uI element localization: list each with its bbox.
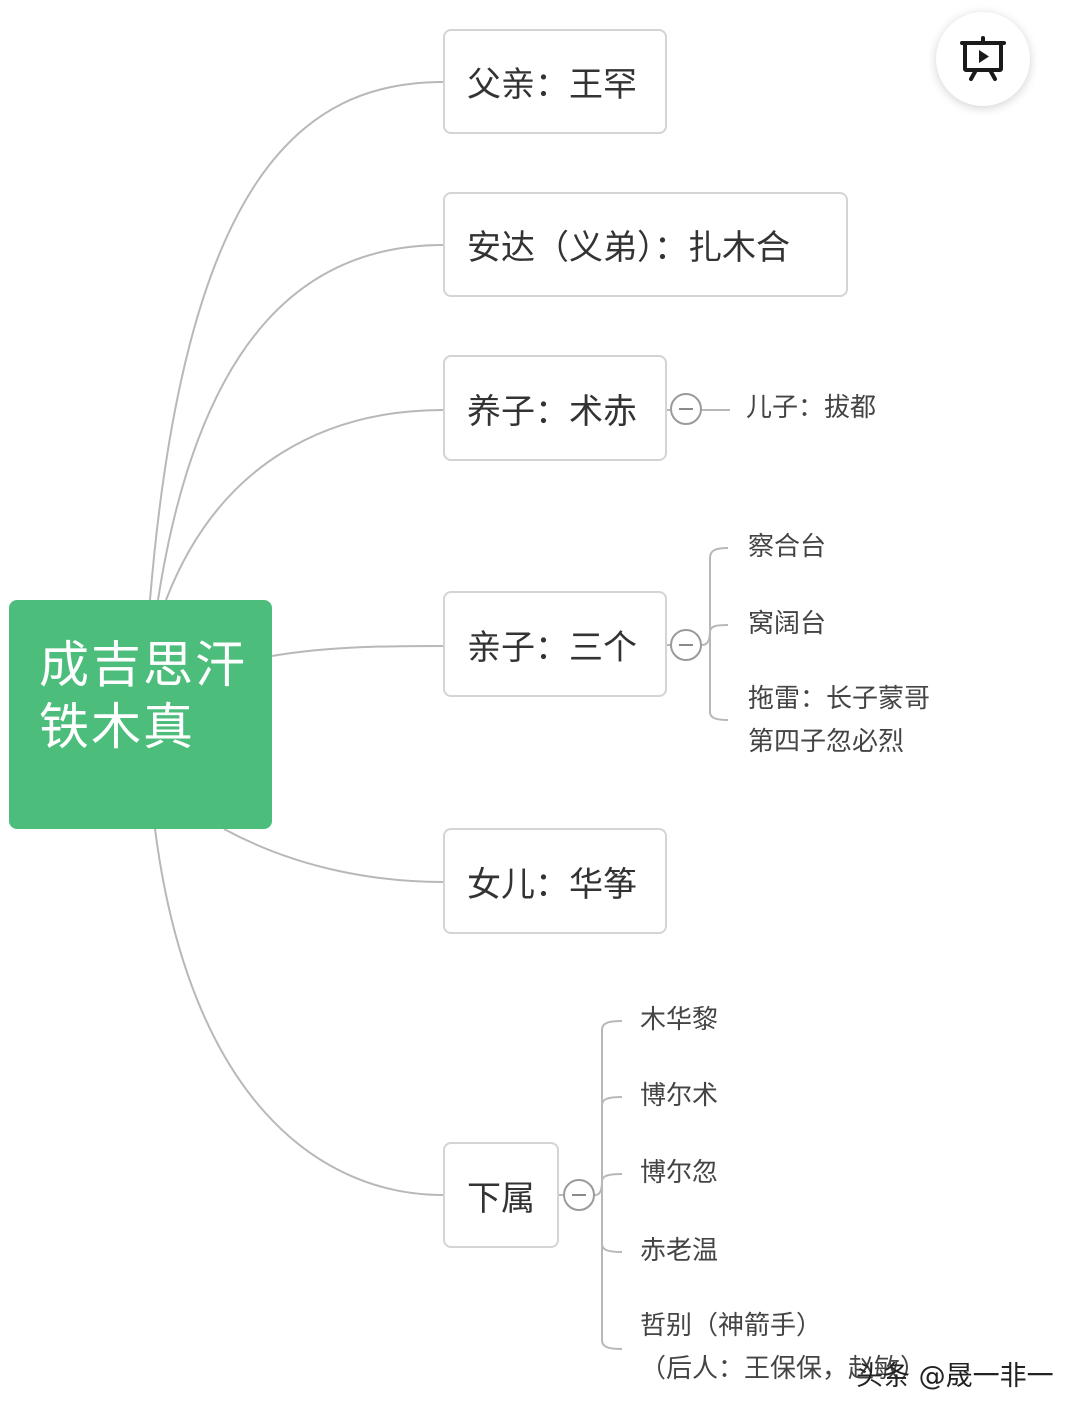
topic-sons[interactable]: 亲子：三个 [443, 591, 667, 697]
central-topic-line-2: 铁木真 [39, 698, 195, 756]
subtopic-bator[interactable]: 儿子：拔都 [746, 393, 877, 423]
subtopic-chagatai[interactable]: 察合台 [748, 532, 827, 562]
subtopic-muqali[interactable]: 木华黎 [640, 1005, 719, 1035]
subtopic-chilaun[interactable]: 赤老温 [640, 1236, 719, 1266]
central-topic[interactable]: 成吉思汗 铁木真 [9, 600, 272, 829]
topic-father[interactable]: 父亲：王罕 [443, 29, 667, 134]
presentation-button[interactable] [936, 12, 1030, 106]
topic-anda[interactable]: 安达（义弟）：扎木合 [443, 192, 848, 297]
subtopic-tolui-line-1[interactable]: 拖雷：长子蒙哥 [748, 684, 931, 714]
central-topic-line-1: 成吉思汗 [39, 636, 247, 694]
topic-daughter[interactable]: 女儿：华筝 [443, 828, 667, 934]
collapse-toggle-icon[interactable] [670, 629, 702, 661]
subtopic-ogedei[interactable]: 窝阔台 [748, 609, 827, 639]
collapse-toggle-icon[interactable] [670, 393, 702, 425]
presentation-play-icon [960, 36, 1006, 81]
subtopic-jebe-line-2[interactable]: （后人：王保保，赵敏） [640, 1354, 927, 1384]
topic-subordinates[interactable]: 下属 [443, 1142, 559, 1248]
subtopic-tolui-line-2[interactable]: 第四子忽必烈 [748, 727, 905, 757]
subtopic-boorchu[interactable]: 博尔术 [640, 1081, 719, 1111]
collapse-toggle-icon[interactable] [563, 1179, 595, 1211]
topic-adopted-son[interactable]: 养子：术赤 [443, 355, 667, 461]
subtopic-jebe-line-1[interactable]: 哲别（神箭手） [640, 1311, 823, 1341]
watermark: 头条 @晟一非一 [856, 1361, 1054, 1392]
subtopic-borokhul[interactable]: 博尔忽 [640, 1158, 719, 1188]
